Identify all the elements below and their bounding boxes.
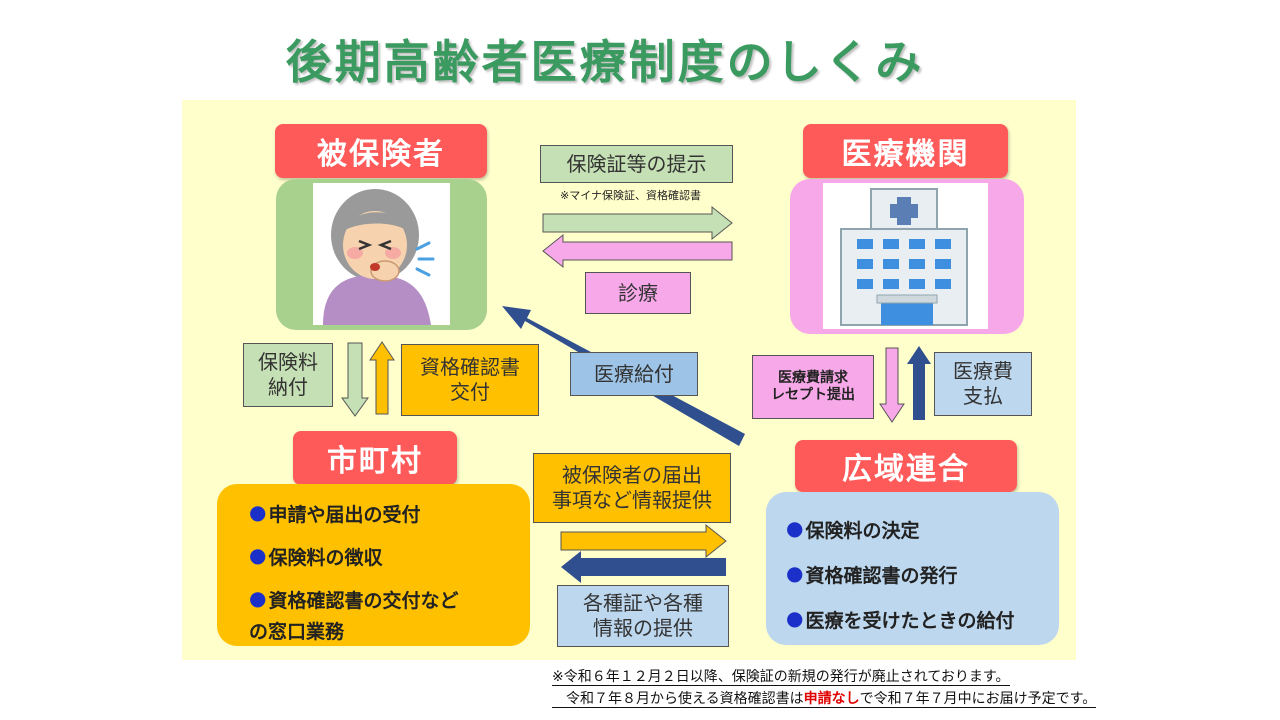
list-item-continuation: の窓口業務 — [249, 621, 345, 643]
footnote-line1: ※令和６年１２月２日以降、保険証の新規の発行が廃止されております。 — [552, 669, 1010, 686]
union-header: 広域連合 — [795, 440, 1017, 492]
card-issue-line1: 資格確認書 — [420, 355, 520, 379]
benefit-label: 医療給付 — [570, 352, 698, 396]
list-item: ●資格確認書の交付など — [249, 586, 459, 612]
info-returned-line2: 情報の提供 — [593, 616, 693, 640]
bullet-icon: ● — [249, 586, 267, 610]
arrow-left-info — [561, 551, 726, 583]
bullet-icon: ● — [249, 500, 267, 524]
medical-header: 医療機関 — [803, 124, 1008, 178]
page-title: 後期高齢者医療制度のしくみ — [285, 35, 925, 89]
arrow-down-claim — [879, 347, 905, 423]
present-card-label: 保険証等の提示 — [540, 145, 733, 183]
info-provided-label: 被保険者の届出 事項など情報提供 — [533, 453, 731, 523]
premium-payment-line1: 保険料 — [258, 350, 318, 374]
info-provided-line2: 事項など情報提供 — [552, 488, 712, 512]
list-item: ●保険料の決定 — [786, 516, 920, 542]
hospital-building-icon — [823, 183, 988, 329]
municipality-list: ●申請や届出の受付 ●保険料の徴収 ●資格確認書の交付など の窓口業務 — [249, 500, 458, 660]
union-panel: ●保険料の決定 ●資格確認書の発行 ●医療を受けたときの給付 — [766, 492, 1059, 645]
cost-payment-line1: 医療費 — [953, 359, 1013, 383]
present-card-note: ※マイナ保険証、資格確認書 — [560, 189, 701, 202]
cost-payment-line2: 支払 — [963, 384, 1003, 408]
info-returned-line1: 各種証や各種 — [583, 591, 703, 615]
arrow-down-premium — [341, 342, 369, 417]
card-issue-line2: 交付 — [450, 380, 490, 404]
footnote-line2: 令和７年８月から使える資格確認書は申請なしで令和７年７月中にお届け予定です。 — [552, 691, 1097, 708]
bullet-icon: ● — [249, 543, 267, 567]
treatment-label: 診療 — [585, 272, 691, 314]
list-item: ●医療を受けたときの給付 — [786, 606, 1015, 632]
cost-payment-label: 医療費 支払 — [934, 352, 1032, 416]
claim-label: 医療費請求 レセプト提出 — [752, 355, 874, 419]
footnote-emphasis: 申請なし — [803, 691, 860, 707]
premium-payment-label: 保険料 納付 — [243, 343, 333, 407]
arrow-up-cost-payment — [907, 346, 931, 420]
municipality-panel: ●申請や届出の受付 ●保険料の徴収 ●資格確認書の交付など の窓口業務 — [217, 484, 530, 646]
list-item: ●保険料の徴収 — [249, 543, 383, 569]
bullet-icon: ● — [786, 606, 804, 630]
premium-payment-line2: 納付 — [268, 375, 308, 399]
insured-header: 被保険者 — [275, 124, 487, 178]
claim-line2: レセプト提出 — [771, 387, 855, 403]
bullet-icon: ● — [786, 561, 804, 585]
footnote: ※令和６年１２月２日以降、保険証の新規の発行が廃止されております。 令和７年８月… — [552, 666, 1097, 710]
arrow-left-treatment — [542, 233, 733, 269]
info-returned-label: 各種証や各種 情報の提供 — [557, 585, 729, 647]
insured-panel — [276, 179, 487, 330]
arrow-right-present-card — [542, 205, 733, 241]
card-issue-label: 資格確認書 交付 — [401, 344, 539, 416]
elderly-coughing-woman-icon — [313, 183, 450, 325]
municipality-header: 市町村 — [293, 431, 457, 485]
arrow-right-info — [560, 523, 727, 559]
arrow-up-card-issue — [369, 341, 395, 415]
bullet-icon: ● — [786, 516, 804, 540]
list-item: ●申請や届出の受付 — [249, 500, 421, 526]
list-item: ●資格確認書の発行 — [786, 561, 958, 587]
claim-line1: 医療費請求 — [778, 369, 848, 386]
medical-panel — [790, 179, 1024, 334]
info-provided-line1: 被保険者の届出 — [562, 463, 702, 487]
union-list: ●保険料の決定 ●資格確認書の発行 ●医療を受けたときの給付 — [786, 516, 1014, 649]
